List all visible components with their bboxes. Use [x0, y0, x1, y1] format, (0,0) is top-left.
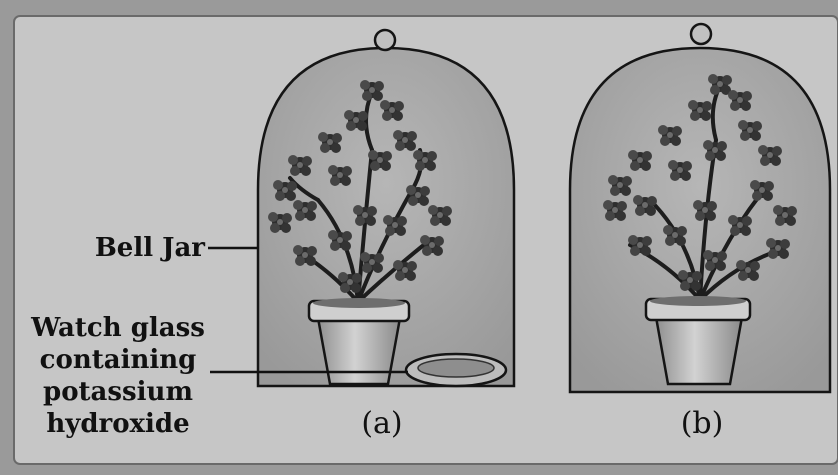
watch-glass-label-line3: potassium	[43, 377, 193, 407]
setup-a	[258, 30, 514, 386]
setup-b	[570, 24, 830, 392]
setup-b-caption: (b)	[681, 406, 724, 441]
watch-glass-label-line1: Watch glass	[30, 313, 205, 343]
watch-glass	[406, 354, 506, 386]
watch-glass-label-line4: hydroxide	[46, 409, 189, 439]
bell-jar-knob-a	[375, 30, 395, 50]
bell-jar-knob-b	[691, 24, 711, 44]
watch-glass-label-line2: containing	[40, 345, 197, 375]
bell-jar-label: Bell Jar	[95, 233, 205, 263]
setup-a-caption: (a)	[361, 406, 402, 441]
